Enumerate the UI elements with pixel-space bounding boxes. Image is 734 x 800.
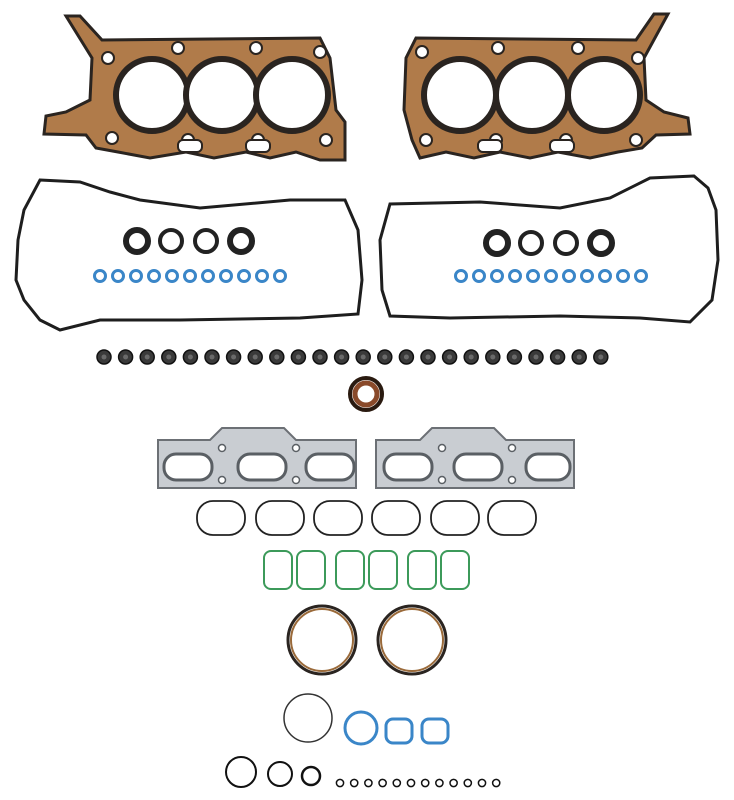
- intake-gasket: [440, 550, 470, 590]
- exhaust-manifold-gasket-right: [375, 427, 575, 489]
- exhaust-port-gasket: [196, 500, 246, 536]
- blue-grommet: [562, 269, 576, 283]
- small-o-rings: [225, 756, 501, 788]
- blue-grommet: [454, 269, 468, 283]
- valve-stem-seal-center: [101, 354, 107, 360]
- blue-grommet: [490, 269, 504, 283]
- blue-grommet: [183, 269, 197, 283]
- valve-stem-seal-center: [123, 354, 129, 360]
- valve-stem-seal-center: [295, 354, 301, 360]
- valve-stem-seal-center: [576, 354, 582, 360]
- valve-stem-seal-center: [447, 354, 453, 360]
- blue-grommet: [526, 269, 540, 283]
- exhaust-port-gaskets: [196, 500, 537, 536]
- valve-stem-seal-center: [490, 354, 496, 360]
- o-ring-tiny: [463, 778, 473, 788]
- intake-gasket: [296, 550, 326, 590]
- tube-seals-left: [123, 227, 255, 255]
- o-ring-tiny: [364, 778, 373, 788]
- o-ring-tiny: [435, 778, 444, 788]
- valve-stem-seal-center: [598, 354, 604, 360]
- valve-stem-seal-center: [403, 354, 409, 360]
- blue-grommet: [544, 269, 558, 283]
- blue-grommet: [219, 269, 233, 283]
- valve-stem-seal-center: [382, 354, 388, 360]
- valve-stem-seal-center: [425, 354, 431, 360]
- valve-stem-seal-center: [468, 354, 474, 360]
- o-ring-tiny: [378, 778, 387, 788]
- blue-grommet: [201, 269, 215, 283]
- blue-grommet: [616, 269, 630, 283]
- o-ring-tiny: [335, 778, 345, 788]
- valve-stem-seal-center: [166, 354, 172, 360]
- valve-cover-gasket-left: [14, 178, 364, 332]
- valve-stem-seal-center: [533, 354, 539, 360]
- blue-grommet: [237, 269, 251, 283]
- intake-gasket: [335, 550, 365, 590]
- o-ring-tiny: [406, 778, 416, 788]
- valve-cover-gasket-right: [378, 174, 720, 324]
- water-outlet-gaskets: [283, 693, 450, 746]
- exhaust-port-gasket: [255, 500, 305, 536]
- head-gasket-left: [42, 14, 347, 162]
- blue-grommet: [508, 269, 522, 283]
- valve-stem-seal-center: [144, 354, 150, 360]
- tube-seals-right: [483, 229, 615, 257]
- blue-grommet: [580, 269, 594, 283]
- blue-grommet: [273, 269, 287, 283]
- blue-grommet: [598, 269, 612, 283]
- o-ring-tiny: [491, 778, 501, 788]
- exhaust-port-gasket: [313, 500, 363, 536]
- blue-grommet: [472, 269, 486, 283]
- o-ring-tiny: [449, 778, 458, 788]
- valve-stem-seal-center: [360, 354, 366, 360]
- valve-stem-seal-center: [231, 354, 237, 360]
- head-gasket-right: [402, 12, 692, 160]
- valve-stem-seal-center: [339, 354, 345, 360]
- o-ring-tiny: [392, 778, 402, 788]
- blue-grommet: [255, 269, 269, 283]
- exhaust-port-gasket: [371, 500, 421, 536]
- exhaust-port-gasket: [430, 500, 480, 536]
- blue-grommet: [129, 269, 143, 283]
- valve-stem-seals: [96, 349, 609, 365]
- blue-grommet: [634, 269, 648, 283]
- exhaust-manifold-gasket-left: [157, 427, 357, 489]
- blue-grommet: [165, 269, 179, 283]
- valve-stem-seal-center: [511, 354, 517, 360]
- throttle-body-rings: [286, 604, 448, 676]
- blue-grommet: [111, 269, 125, 283]
- blue-grommet: [93, 269, 107, 283]
- valve-stem-seal-center: [274, 354, 280, 360]
- o-ring-tiny: [477, 778, 487, 788]
- valve-stem-seal-center: [187, 354, 193, 360]
- intake-gaskets-green: [263, 550, 470, 590]
- o-ring-tiny: [420, 778, 430, 788]
- valve-stem-seal-center: [317, 354, 323, 360]
- valve-stem-seal-center: [209, 354, 215, 360]
- blue-grommets-right: [454, 269, 648, 283]
- o-ring-small: [300, 765, 322, 787]
- rear-main-seal: [348, 376, 384, 412]
- blue-grommet: [147, 269, 161, 283]
- o-ring-large: [225, 756, 257, 788]
- intake-gasket: [263, 550, 293, 590]
- blue-grommets-left: [93, 269, 287, 283]
- valve-stem-seal-center: [252, 354, 258, 360]
- intake-gasket: [407, 550, 437, 590]
- o-ring-tiny: [349, 778, 359, 788]
- exhaust-port-gasket: [487, 500, 537, 536]
- intake-gasket: [368, 550, 398, 590]
- valve-stem-seal-center: [555, 354, 561, 360]
- o-ring-medium: [267, 761, 293, 787]
